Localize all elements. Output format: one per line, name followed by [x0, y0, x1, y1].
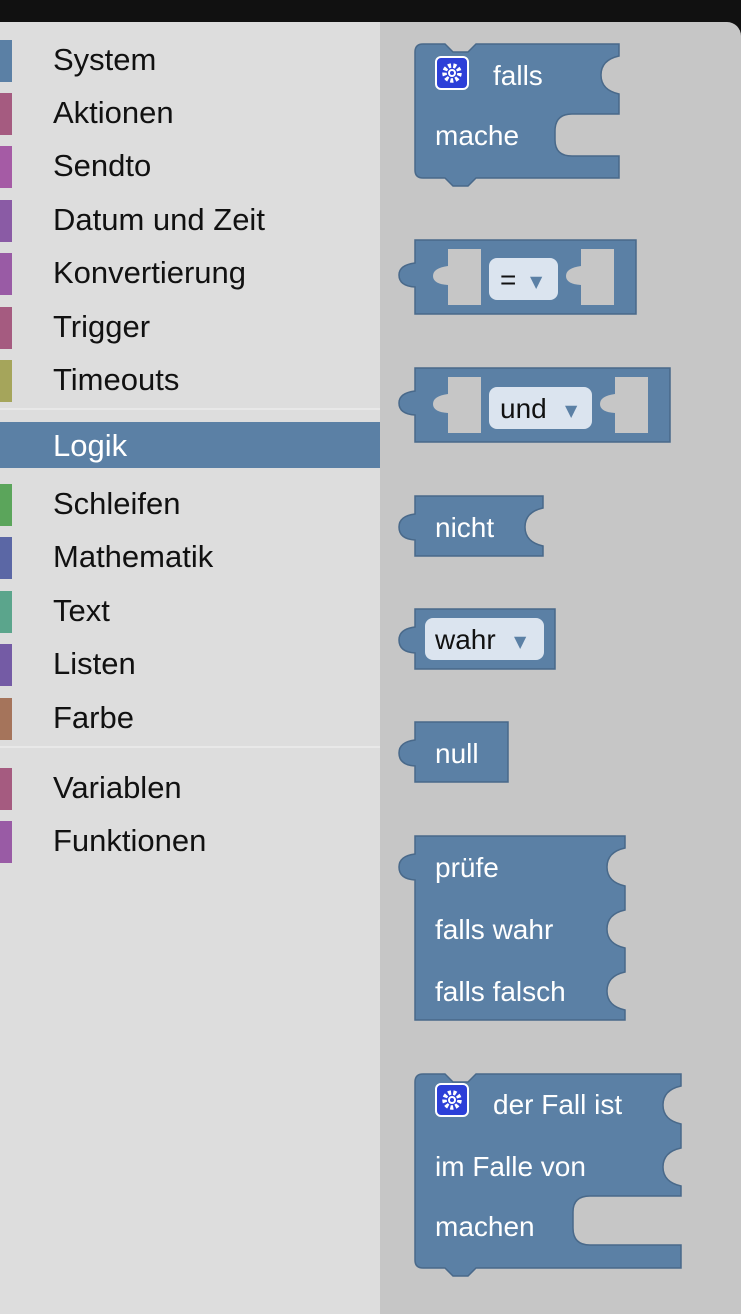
switch-label: der Fall ist	[493, 1089, 622, 1120]
gear-icon-teeth	[442, 63, 462, 83]
category-color-swatch	[0, 821, 12, 863]
operator-value: und	[500, 393, 547, 424]
boolean-value: wahr	[434, 624, 496, 655]
input-slot-a[interactable]	[433, 249, 481, 305]
category-datum-und-zeit[interactable]: Datum und Zeit	[0, 196, 380, 242]
category-color-swatch	[0, 537, 12, 579]
category-label: Timeouts	[53, 362, 180, 397]
gear-icon-center	[448, 69, 456, 77]
category-label: System	[53, 42, 157, 77]
negate-label: nicht	[435, 512, 494, 543]
category-color-swatch	[0, 93, 12, 135]
chevron-down-icon: ▼	[565, 401, 578, 420]
category-sendto[interactable]: Sendto	[0, 142, 380, 188]
operator-value: =	[500, 264, 516, 295]
category-label: Konvertierung	[53, 255, 247, 290]
category-konvertierung[interactable]: Konvertierung	[0, 249, 380, 295]
category-color-swatch	[0, 360, 12, 402]
gear-icon-teeth	[442, 1090, 462, 1110]
category-label: Mathematik	[53, 539, 214, 574]
toolbox: System Aktionen Sendto Datum und Zeit Ko…	[0, 22, 380, 1314]
category-color-swatch	[0, 591, 12, 633]
test-label: prüfe	[435, 852, 499, 883]
chevron-down-icon: ▼	[530, 272, 543, 291]
category-aktionen[interactable]: Aktionen	[0, 89, 380, 135]
toolbox-separator	[0, 408, 380, 410]
category-color-swatch	[0, 484, 12, 526]
category-system[interactable]: System	[0, 36, 380, 82]
switch-block[interactable]: der Fall ist im Falle von machen	[414, 1073, 682, 1277]
category-listen[interactable]: Listen	[0, 640, 380, 686]
input-slot-b[interactable]	[566, 249, 614, 305]
category-logik[interactable]: Logik	[0, 422, 380, 468]
gear-icon-center	[448, 1096, 456, 1104]
operator-dropdown[interactable]	[489, 258, 558, 300]
case-label: im Falle von	[435, 1151, 586, 1182]
boolean-dropdown[interactable]	[425, 618, 544, 660]
toolbox-separator	[0, 746, 380, 748]
ternary-block[interactable]: prüfe falls wahr falls falsch	[398, 835, 626, 1021]
switch-do-label: machen	[435, 1211, 535, 1242]
category-trigger[interactable]: Trigger	[0, 303, 380, 349]
category-farbe[interactable]: Farbe	[0, 694, 380, 740]
category-mathematik[interactable]: Mathematik	[0, 533, 380, 579]
do-label: mache	[435, 120, 519, 151]
category-label: Trigger	[53, 309, 151, 344]
category-label: Aktionen	[53, 95, 174, 130]
negate-block[interactable]: nicht	[398, 495, 544, 557]
if-true-label: falls wahr	[435, 914, 553, 945]
category-variablen[interactable]: Variablen	[0, 764, 380, 810]
category-label: Farbe	[53, 700, 134, 735]
null-label: null	[435, 738, 479, 769]
category-label: Text	[53, 593, 110, 628]
boolean-block[interactable]: wahr ▼	[398, 608, 556, 670]
if-block[interactable]: falls mache	[414, 43, 620, 187]
category-color-swatch	[0, 768, 12, 810]
category-color-swatch	[0, 253, 12, 295]
category-label: Listen	[53, 646, 136, 681]
category-label: Funktionen	[53, 823, 207, 858]
input-slot-a[interactable]	[433, 377, 481, 433]
if-false-label: falls falsch	[435, 976, 566, 1007]
category-color-swatch	[0, 200, 12, 242]
if-label: falls	[493, 60, 543, 91]
top-bar	[0, 0, 741, 22]
category-text[interactable]: Text	[0, 587, 380, 633]
logic-operation-block[interactable]: und ▼	[398, 367, 671, 443]
category-color-swatch	[0, 146, 12, 188]
compare-block[interactable]: = ▼	[398, 239, 637, 315]
category-label: Schleifen	[53, 486, 181, 521]
category-color-swatch	[0, 698, 12, 740]
category-label: Variablen	[53, 770, 182, 805]
category-color-swatch	[0, 644, 12, 686]
category-label: Logik	[53, 428, 128, 463]
category-label: Datum und Zeit	[53, 202, 265, 237]
operator-dropdown[interactable]	[489, 387, 592, 429]
input-slot-b[interactable]	[600, 377, 648, 433]
null-block[interactable]: null	[398, 721, 509, 783]
category-color-swatch	[0, 307, 12, 349]
category-label: Sendto	[53, 148, 152, 183]
category-funktionen[interactable]: Funktionen	[0, 817, 380, 863]
category-timeouts[interactable]: Timeouts	[0, 356, 380, 402]
category-color-swatch	[0, 40, 12, 82]
category-schleifen[interactable]: Schleifen	[0, 480, 380, 526]
chevron-down-icon: ▼	[514, 632, 527, 651]
